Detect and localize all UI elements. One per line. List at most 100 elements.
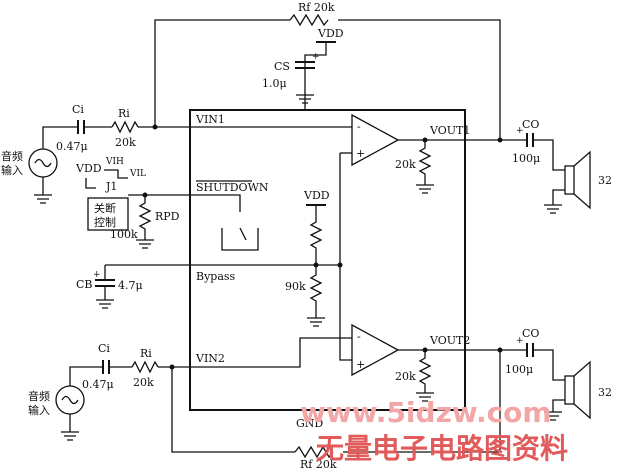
rf-top-resistor bbox=[289, 13, 329, 27]
vout1-label: VOUT1 bbox=[429, 124, 470, 137]
ri-top-value-label: 20k bbox=[115, 136, 136, 149]
junction-bypass bbox=[313, 262, 319, 268]
cs-ground bbox=[296, 94, 314, 104]
vdd-mid-label: VDD bbox=[303, 189, 330, 202]
top-input-wire-1 bbox=[42, 126, 78, 149]
ic-body bbox=[189, 109, 466, 411]
co-top-capacitor bbox=[526, 133, 534, 147]
audio-in-bot-label-2: 输入 bbox=[28, 403, 50, 417]
junction-out1-external bbox=[497, 137, 503, 143]
junction-rf-top bbox=[152, 124, 158, 130]
ci-top-value-label: 0.47μ bbox=[56, 140, 88, 153]
opamp-top bbox=[351, 113, 400, 167]
rpd-ground bbox=[136, 239, 154, 249]
bottom-input-wire-1 bbox=[69, 366, 103, 386]
audio-in-bot-label-1: 音频 bbox=[28, 389, 50, 403]
audio-in-top-label-1: 音频 bbox=[1, 149, 23, 163]
bias-ground bbox=[307, 317, 325, 327]
speaker-top-body bbox=[564, 165, 575, 195]
ci-top-capacitor bbox=[77, 120, 85, 134]
cb-name-label: CB bbox=[76, 278, 93, 291]
bypass-label: Bypass bbox=[196, 270, 236, 283]
rf-bottom-label: Rf 20k bbox=[300, 458, 337, 470]
ri-bot-value-label: 20k bbox=[133, 376, 154, 389]
shutdown-internal-logic bbox=[221, 227, 259, 251]
bias-upper-resistor bbox=[309, 205, 323, 265]
ri-top-name-label: Ri bbox=[118, 107, 130, 120]
speaker-bottom-body bbox=[564, 375, 575, 405]
ri-bot-resistor bbox=[131, 360, 159, 374]
cs-plus: + bbox=[312, 52, 320, 62]
opamp-bottom-plus: + bbox=[356, 358, 365, 371]
ri-top-resistor bbox=[111, 120, 139, 134]
opamp-bottom bbox=[351, 323, 400, 377]
co-bot-capacitor bbox=[526, 343, 534, 357]
co-bot-plus: + bbox=[516, 336, 524, 346]
cs-value-label: 1.0μ bbox=[262, 77, 287, 90]
co-top-name-label: CO bbox=[522, 118, 539, 131]
opamp-bottom-minus: - bbox=[357, 330, 361, 343]
opamp-top-plus: + bbox=[356, 147, 365, 160]
speaker-bottom-label: 32 bbox=[598, 386, 612, 399]
r-90k-label: 90k bbox=[285, 280, 306, 293]
audio-source-bottom-ground bbox=[61, 414, 79, 441]
cb-ground bbox=[96, 286, 114, 309]
speaker-bottom-gnd-wire bbox=[544, 399, 565, 421]
ci-bot-name-label: Ci bbox=[98, 342, 110, 355]
bottom-output-wire-2 bbox=[533, 349, 565, 381]
ri-bot-name-label: Ri bbox=[140, 347, 152, 360]
vdd-top-wire bbox=[304, 42, 327, 110]
ci-bot-value-label: 0.47μ bbox=[82, 378, 114, 391]
vdd-top-label: VDD bbox=[317, 27, 344, 40]
rpd-resistor bbox=[138, 195, 152, 240]
bias-lower-resistor bbox=[309, 265, 323, 318]
vil-label: VIL bbox=[129, 169, 146, 179]
vih-label: VIH bbox=[105, 157, 124, 167]
r-out1-resistor bbox=[418, 140, 432, 185]
audio-in-top-label-2: 输入 bbox=[1, 163, 23, 177]
opamp-bottom-in-minus-wire bbox=[190, 337, 352, 368]
cb-plus: + bbox=[93, 270, 101, 280]
speaker-bottom-cone bbox=[573, 360, 591, 420]
rf-bottom-resistor bbox=[294, 445, 334, 459]
speaker-top-gnd-wire bbox=[544, 189, 565, 214]
audio-source-top-ground bbox=[34, 177, 52, 204]
shutdown-control-wire bbox=[128, 194, 241, 212]
gnd-label: GND bbox=[296, 417, 323, 430]
audio-source-bottom-wave bbox=[61, 395, 79, 405]
vin2-label: VIN2 bbox=[195, 352, 225, 365]
vout2-label: VOUT2 bbox=[429, 334, 470, 347]
rpd-value-label: 100k bbox=[110, 228, 138, 241]
rf-top-label: Rf 20k bbox=[298, 1, 335, 14]
shutdown-ctrl-label-1: 关断 bbox=[94, 201, 116, 215]
vih-vil-pulse bbox=[104, 169, 128, 179]
rf-bottom-wire-right bbox=[343, 350, 501, 453]
r-out2-label: 20k bbox=[395, 370, 416, 383]
vin1-label: VIN1 bbox=[195, 113, 225, 126]
rf-bottom-wire-left bbox=[171, 367, 295, 453]
co-bot-name-label: CO bbox=[522, 327, 539, 340]
shutdown-control-box bbox=[87, 197, 129, 231]
watermark-site: 无量电子电路图资料 bbox=[316, 432, 568, 465]
r-out1-label: 20k bbox=[395, 158, 416, 171]
shutdown-ctrl-label-2: 控制 bbox=[94, 215, 116, 229]
co-top-plus: + bbox=[516, 126, 524, 136]
cs-name-label: CS bbox=[274, 60, 290, 73]
r-out2-resistor bbox=[418, 350, 432, 393]
watermark-url: www.5idzw.com bbox=[300, 396, 552, 429]
r-out2-ground bbox=[416, 392, 434, 402]
vdd-j1-label: VDD bbox=[75, 162, 102, 175]
rf-top-wire bbox=[154, 19, 290, 127]
cs-capacitor bbox=[295, 61, 315, 69]
co-bot-value-label: 100μ bbox=[505, 363, 533, 376]
opamp-top-minus: - bbox=[357, 120, 361, 133]
ci-bot-capacitor bbox=[102, 360, 110, 374]
cb-capacitor bbox=[95, 279, 115, 287]
speaker-top-cone bbox=[573, 150, 591, 210]
audio-source-top-wave bbox=[34, 158, 52, 168]
speaker-top-label: 32 bbox=[598, 174, 612, 187]
shutdown-label: SHUTDOWN bbox=[196, 181, 269, 194]
co-top-value-label: 100μ bbox=[512, 152, 540, 165]
r-out1-ground bbox=[416, 184, 434, 194]
